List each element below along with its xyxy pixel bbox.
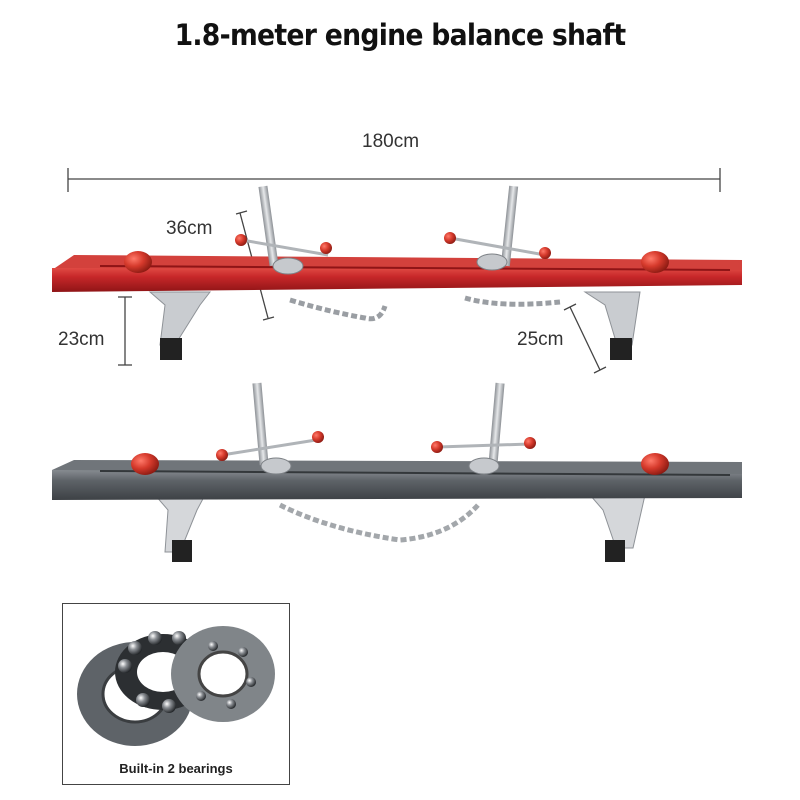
bearing-washer-right bbox=[171, 626, 275, 722]
red-balance-beam bbox=[52, 185, 742, 360]
left-leg-height-label: 23cm bbox=[58, 329, 105, 350]
red-right-chain bbox=[464, 295, 561, 307]
red-left-leg bbox=[148, 291, 212, 360]
red-right-post bbox=[444, 185, 551, 271]
post-height-label: 36cm bbox=[166, 218, 213, 239]
gray-right-leg bbox=[588, 494, 646, 562]
red-right-leg bbox=[583, 291, 641, 360]
gray-chain bbox=[278, 502, 480, 543]
inset-caption: Built-in 2 bearings bbox=[119, 761, 233, 776]
bearings-image bbox=[77, 626, 275, 746]
bearing-inset: Built-in 2 bearings bbox=[62, 603, 290, 785]
gray-left-leg bbox=[153, 494, 206, 562]
overall-length-label: 180cm bbox=[362, 131, 420, 152]
red-left-chain bbox=[289, 297, 388, 322]
gray-left-post bbox=[216, 382, 324, 475]
red-left-post bbox=[235, 185, 332, 275]
right-leg-height-label: 25cm bbox=[517, 329, 564, 350]
gray-balance-beam bbox=[52, 382, 742, 562]
page-title: 1.8-meter engine balance shaft bbox=[174, 18, 627, 52]
gray-right-post bbox=[431, 382, 536, 475]
